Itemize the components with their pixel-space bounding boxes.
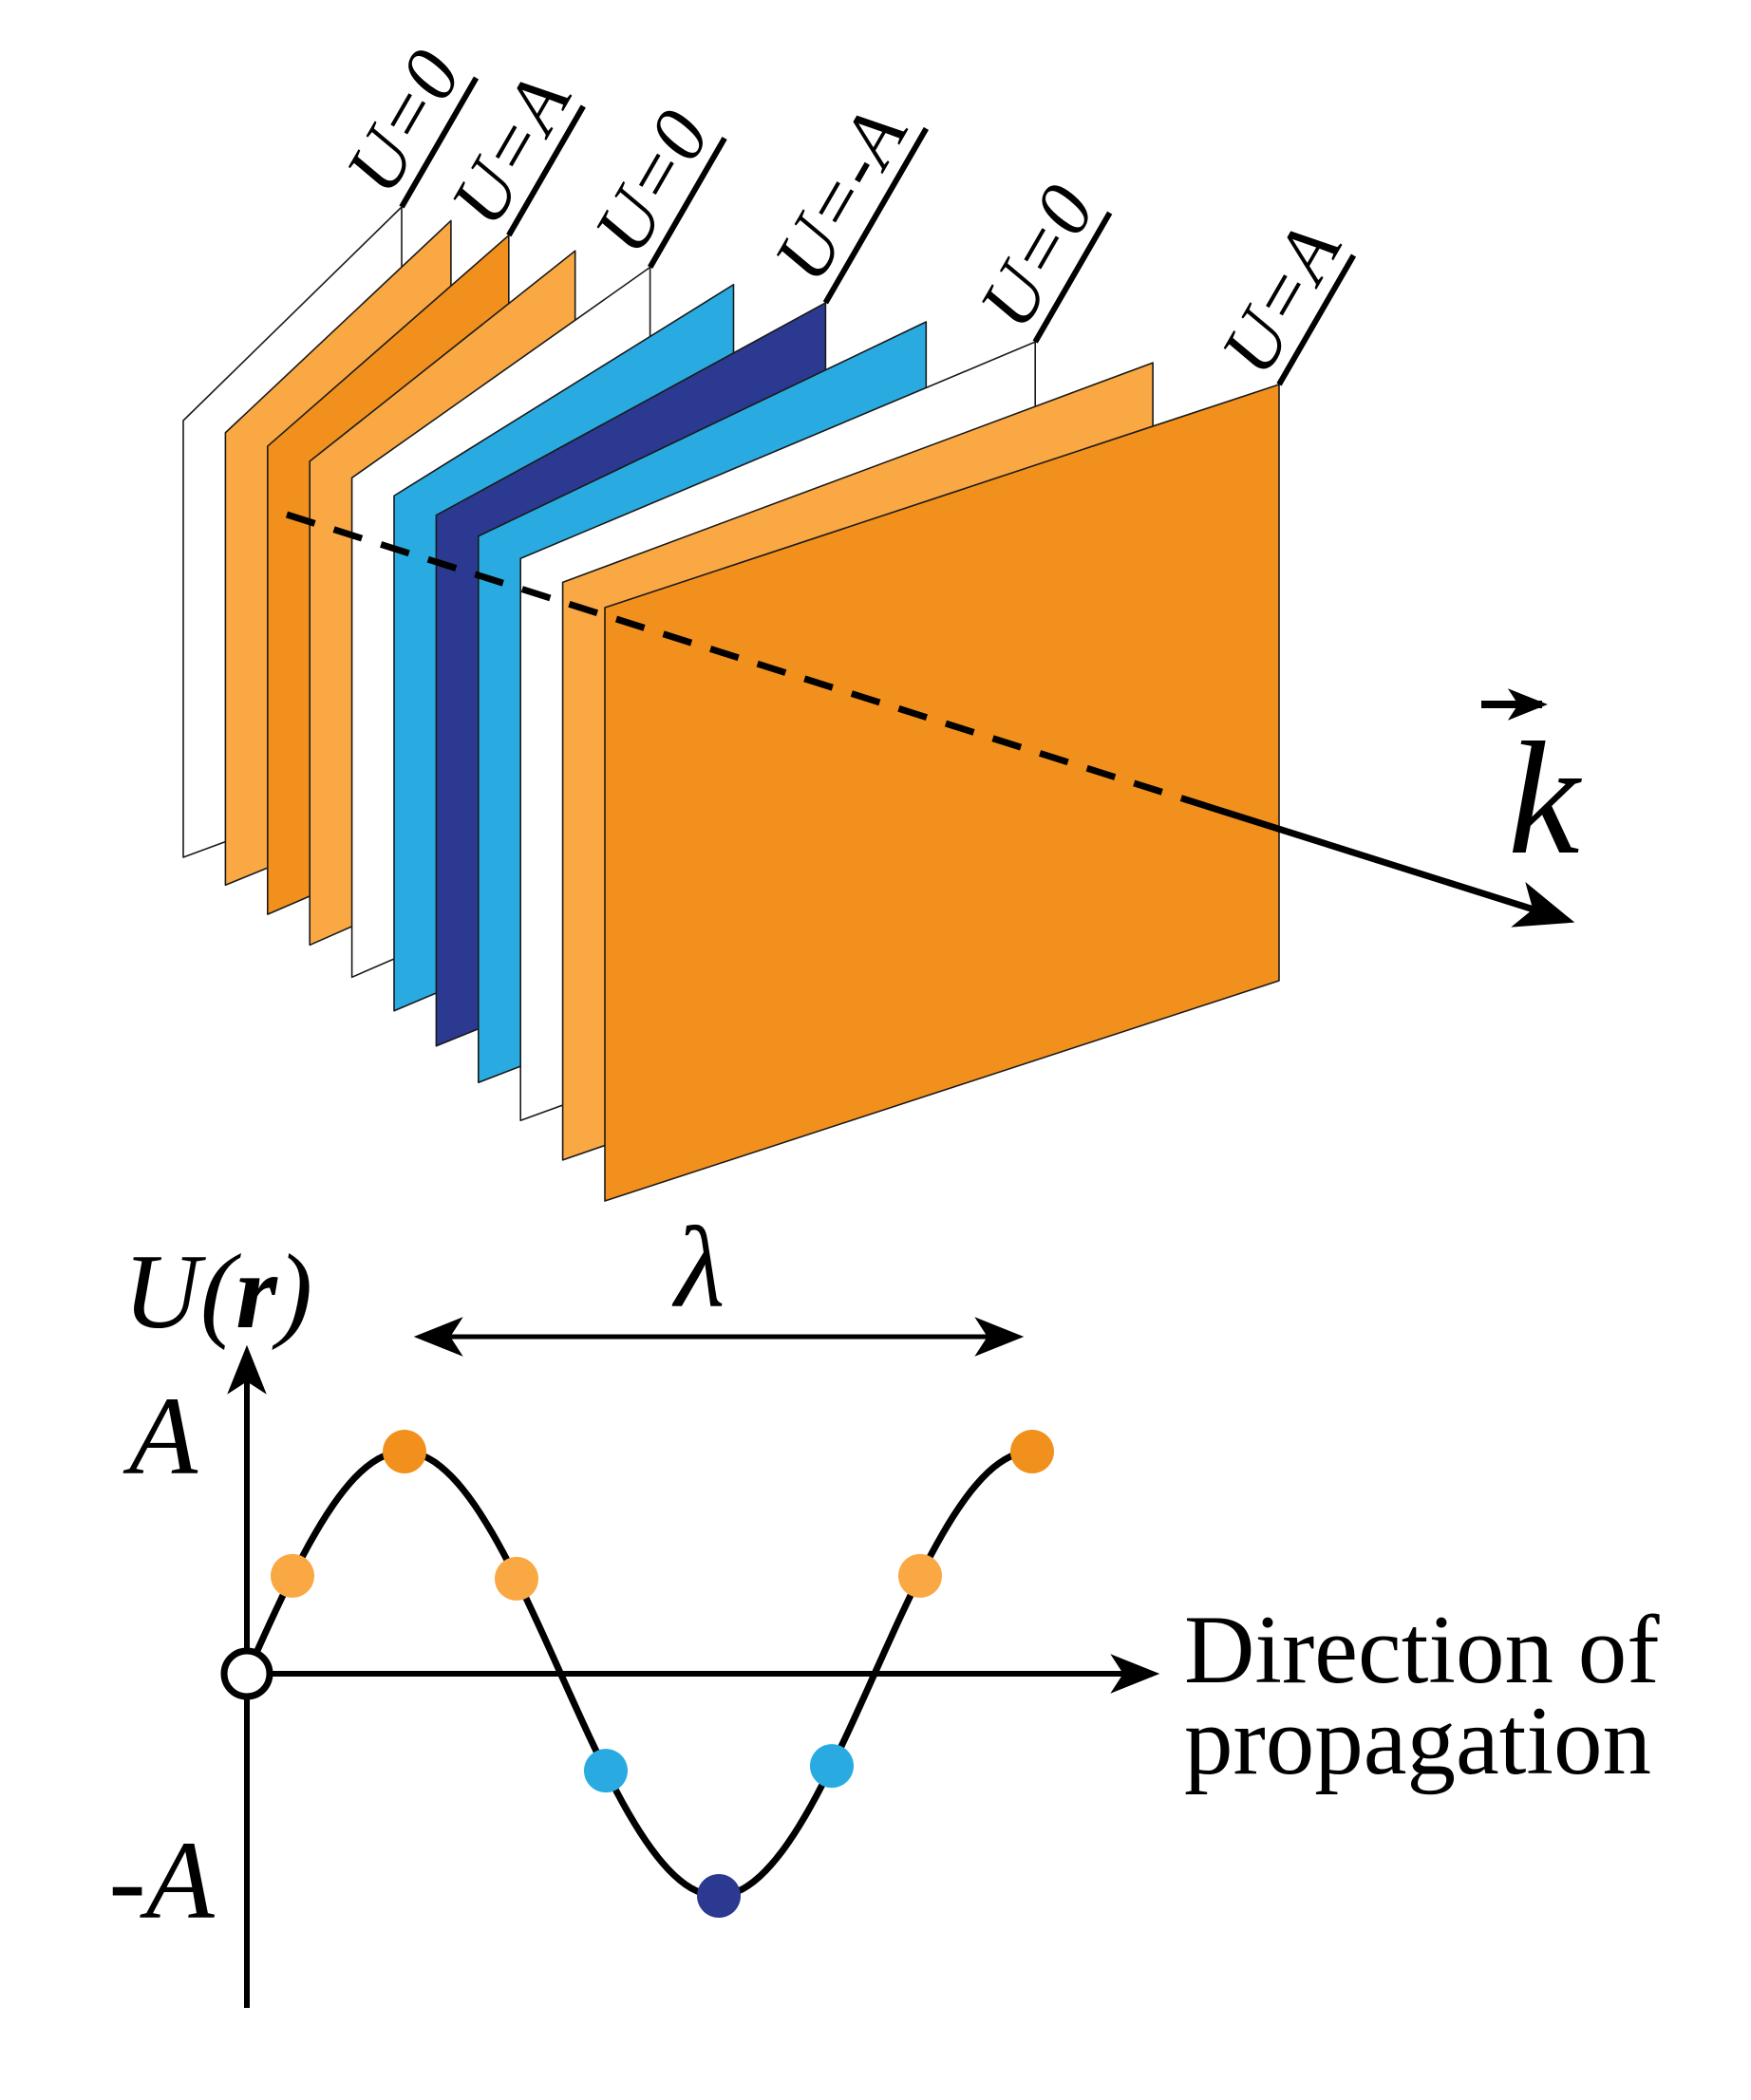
neg-amplitude-tick-label: -A — [108, 1818, 215, 1942]
curve-sample-dot — [495, 1556, 538, 1601]
y-axis-title-paren: ) — [272, 1233, 312, 1351]
wavefront-label-underline — [399, 76, 480, 209]
curve-sample-dots — [271, 1430, 1054, 1918]
wavelength-label: λ — [672, 1204, 725, 1332]
origin-marker — [220, 1647, 273, 1700]
wavefront-label: U=0 — [577, 97, 726, 268]
curve-sample-dot — [810, 1744, 854, 1789]
y-axis-title: U(r) — [123, 1233, 312, 1351]
wavefront-plane — [604, 384, 1280, 1202]
y-axis-title-u: U( — [123, 1233, 242, 1351]
wavefront-label-underline — [1032, 211, 1113, 344]
wavefront-label-underline — [1276, 253, 1357, 386]
wavefront-label-underline — [648, 137, 727, 270]
wavefront-label-group: U=0 — [962, 171, 1113, 344]
curve-sample-dot — [584, 1749, 628, 1793]
sine-curve — [243, 1448, 1031, 1900]
curve-sample-dot — [697, 1874, 741, 1918]
wavefront-label: U=A — [1204, 209, 1358, 388]
y-axis-title-r: r — [235, 1233, 278, 1351]
amplitude-tick-label: A — [122, 1374, 198, 1498]
wave-vector-dashed-line — [285, 511, 1184, 802]
wavefront-label-group: U=-A — [757, 94, 929, 305]
wavefront-label-underline — [822, 126, 929, 305]
wavefront-label: U=-A — [757, 94, 923, 296]
wavefront-label-underline — [506, 104, 586, 237]
wavefront-label-group: U=0 — [577, 97, 727, 270]
wavefront-label-group: U=A — [1204, 209, 1358, 388]
wavefront-stack — [182, 206, 1280, 1202]
wavefront-label: U=0 — [962, 171, 1111, 342]
curve-sample-dot — [383, 1430, 426, 1473]
curve-sample-dot — [1010, 1430, 1054, 1473]
k-vector-label: k — [1508, 709, 1582, 888]
x-axis-title-line2: propagation — [1184, 1687, 1651, 1795]
wave-vector-arrow — [1180, 795, 1575, 928]
x-axis-title-line1: Direction of — [1184, 1596, 1660, 1704]
curve-sample-dot — [898, 1553, 942, 1598]
curve-sample-dot — [271, 1553, 314, 1598]
